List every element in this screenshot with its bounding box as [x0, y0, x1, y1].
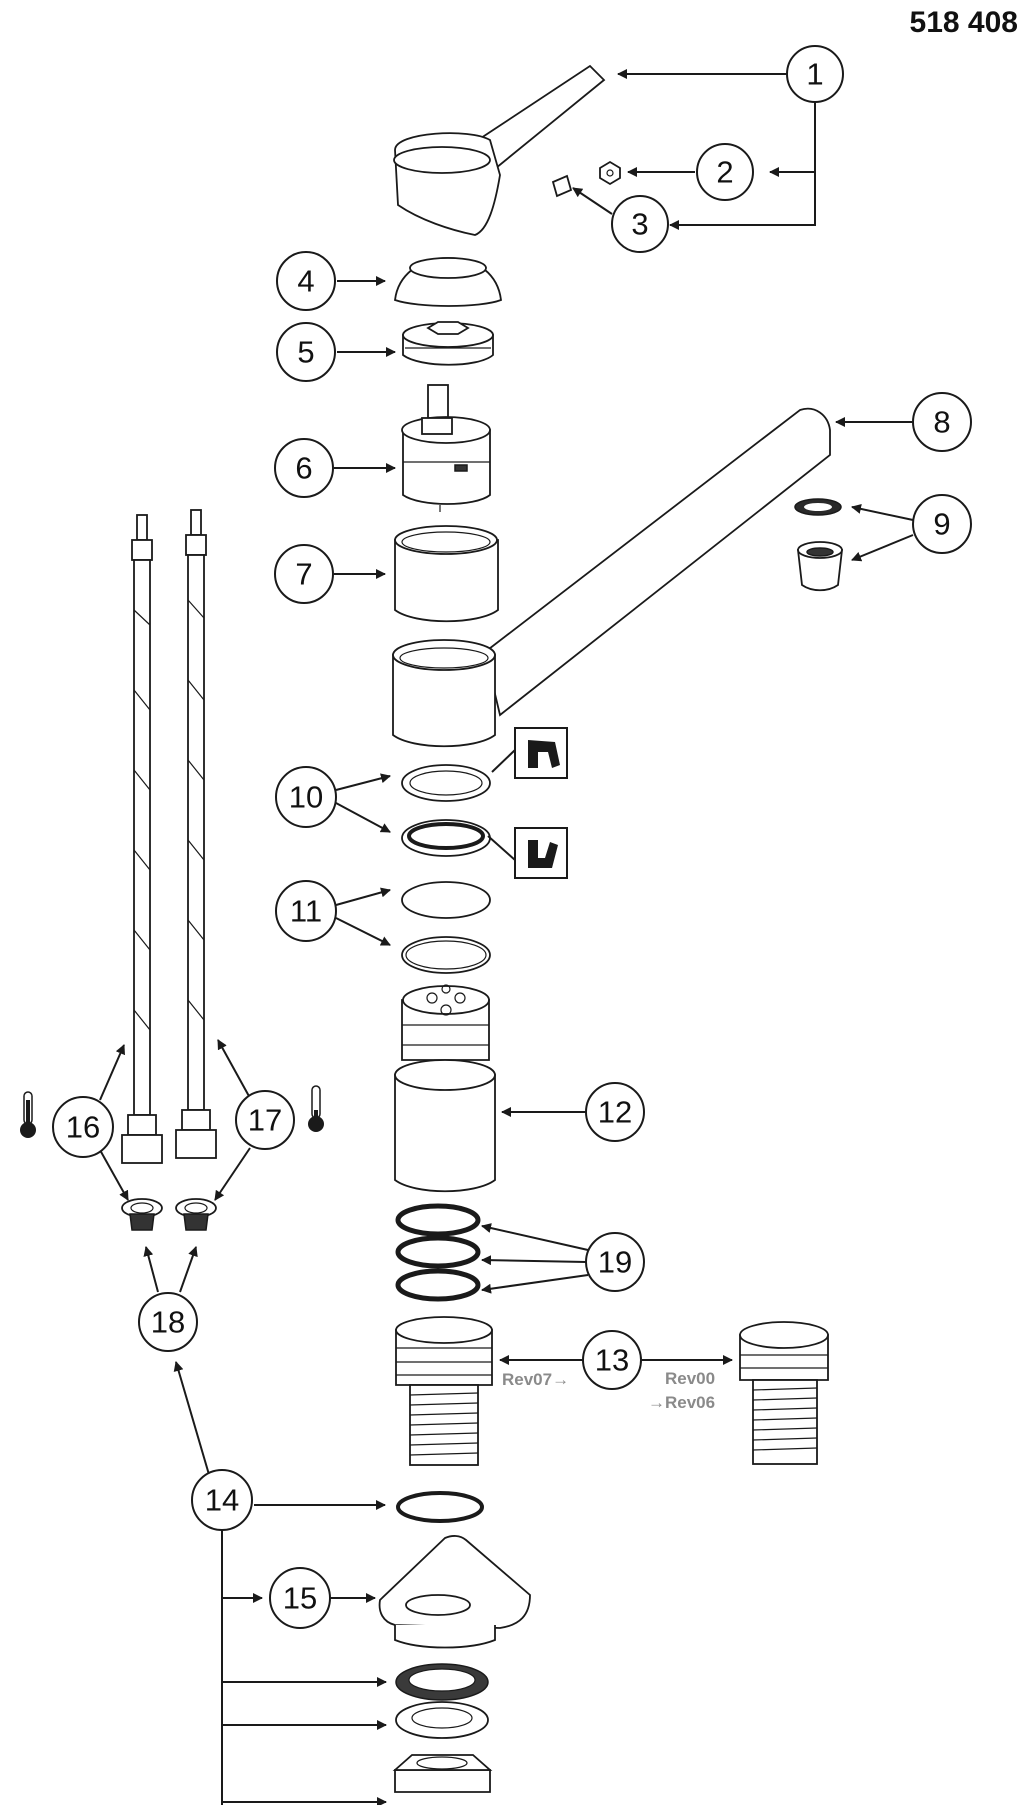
part-strainer-hot: [121, 1198, 163, 1231]
part-threaded-shank-rev00: [739, 1321, 829, 1465]
svg-text:12: 12: [598, 1095, 632, 1130]
svg-text:18: 18: [151, 1305, 185, 1340]
part-seal-ring-lower: [401, 819, 491, 857]
part-sleeve: [394, 525, 499, 623]
part-aerator: [794, 498, 844, 592]
svg-text:17: 17: [248, 1103, 282, 1138]
callout-15: 15: [269, 1567, 331, 1629]
svg-text:9: 9: [933, 507, 950, 542]
revision-label-rev00: Rev00: [665, 1369, 715, 1388]
part-seal-ring-upper: [401, 764, 491, 802]
part-base-plate: [378, 1535, 531, 1649]
part-body-spout: [392, 407, 831, 748]
part-strainer-cold: [175, 1198, 217, 1231]
part-handle-lever: [393, 64, 606, 236]
part-cartridge: [401, 384, 491, 512]
callout-3: 3: [611, 195, 669, 253]
revision-label-rev07: Rev07→: [502, 1370, 569, 1389]
callout-11: 11: [275, 880, 337, 942]
part-cap: [394, 257, 502, 307]
revision-label-rev06: →Rev06: [648, 1393, 715, 1412]
svg-text:19: 19: [598, 1245, 632, 1280]
part-hose-cold: [175, 509, 217, 1159]
spout-up-icon: [491, 727, 568, 779]
svg-text:1: 1: [806, 57, 823, 92]
part-o-rings: [395, 1203, 481, 1302]
part-ring-lower: [401, 936, 491, 974]
svg-text:11: 11: [290, 894, 322, 929]
thermometer-hot-icon: [20, 1091, 36, 1138]
svg-text:16: 16: [66, 1110, 100, 1145]
callout-2: 2: [696, 143, 754, 201]
part-base-o-ring: [396, 1491, 484, 1523]
svg-text:15: 15: [283, 1581, 317, 1616]
svg-text:13: 13: [595, 1343, 629, 1378]
callout-8: 8: [912, 392, 972, 452]
callout-13: 13: [582, 1330, 642, 1390]
svg-text:3: 3: [631, 207, 648, 242]
svg-text:7: 7: [295, 557, 312, 592]
part-base-washer: [395, 1701, 489, 1739]
svg-text:10: 10: [289, 780, 323, 815]
callout-19: 19: [585, 1232, 645, 1292]
spout-down-icon: [487, 827, 568, 879]
part-ring-upper: [401, 881, 491, 919]
callout-4: 4: [276, 251, 336, 311]
svg-text:5: 5: [297, 335, 314, 370]
svg-text:4: 4: [297, 264, 314, 299]
part-base-nut: [392, 1754, 493, 1793]
document-number: 518 408: [909, 6, 1018, 39]
part-set-screw: [551, 174, 573, 198]
callout-17: 17: [235, 1090, 295, 1150]
callout-12: 12: [585, 1082, 645, 1142]
callout-18: 18: [138, 1292, 198, 1352]
callout-9: 9: [912, 494, 972, 554]
callout-7: 7: [274, 544, 334, 604]
svg-text:6: 6: [295, 451, 312, 486]
svg-text:8: 8: [933, 405, 950, 440]
svg-text:2: 2: [716, 155, 733, 190]
part-base-gasket: [395, 1663, 489, 1701]
callout-14: 14: [191, 1469, 253, 1531]
svg-text:14: 14: [205, 1483, 239, 1518]
part-nut: [599, 160, 621, 186]
part-threaded-shank-rev07: [395, 1316, 493, 1466]
callout-10: 10: [275, 766, 337, 828]
callout-6: 6: [274, 438, 334, 498]
leader-lines: [99, 69, 914, 1805]
part-diverter-body: [394, 984, 496, 1193]
callout-1: 1: [786, 45, 844, 103]
part-hose-hot: [121, 514, 163, 1164]
part-retaining-nut: [402, 321, 494, 366]
callout-5: 5: [276, 322, 336, 382]
callout-16: 16: [52, 1096, 114, 1158]
thermometer-cold-icon: [308, 1085, 324, 1132]
